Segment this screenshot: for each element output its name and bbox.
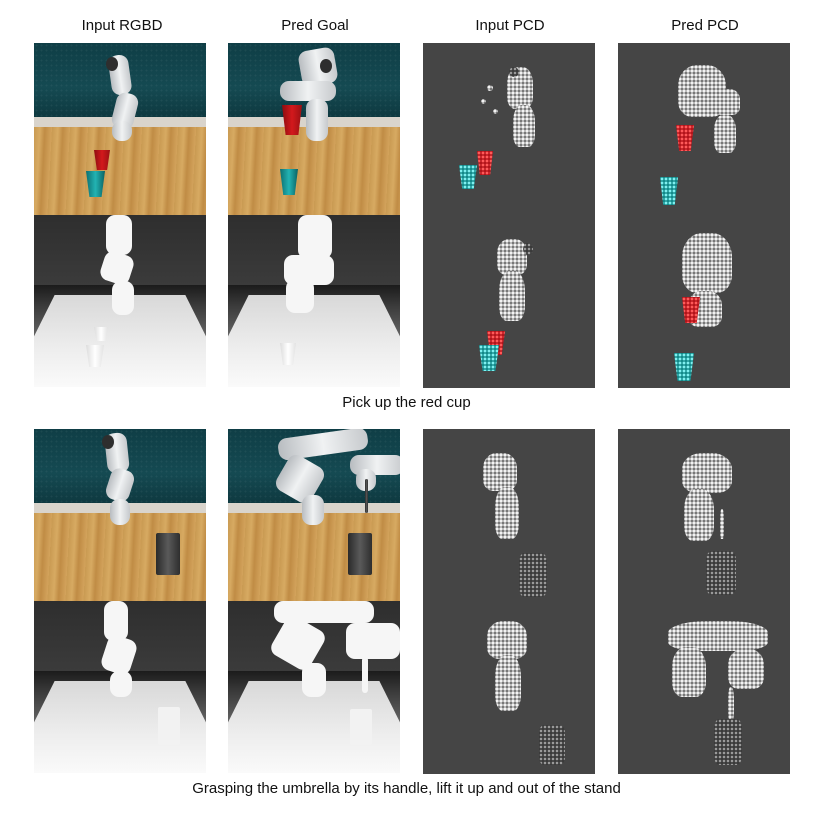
row2-caption: Grasping the umbrella by its handle, lif… [192, 780, 621, 797]
row2-pred-rgb [228, 429, 400, 601]
row1-input-depth [34, 215, 206, 387]
row2-input-rgb [34, 429, 206, 601]
row2-input-depth [34, 601, 206, 773]
header-input-pcd: Input PCD [475, 17, 545, 34]
header-pred-pcd: Pred PCD [671, 17, 739, 34]
row1-pred-goal-image [228, 43, 400, 388]
header-pred-goal: Pred Goal [281, 17, 349, 34]
row2-pred-goal-image [228, 429, 400, 774]
row2-pred-pcd-image [618, 429, 790, 774]
row2-input-pcd-image [423, 429, 595, 774]
row2-pred-depth [228, 601, 400, 773]
row1-caption: Pick up the red cup [342, 394, 471, 411]
row1-input-pcd-image [423, 43, 595, 388]
row1-pred-pcd-image [618, 43, 790, 388]
row1-pred-depth [228, 215, 400, 387]
row1-input-rgbd-image [34, 43, 206, 388]
row1-pred-rgb [228, 43, 400, 215]
row1-input-rgb [34, 43, 206, 215]
header-input-rgbd: Input RGBD [81, 17, 163, 34]
row2-input-rgbd-image [34, 429, 206, 774]
